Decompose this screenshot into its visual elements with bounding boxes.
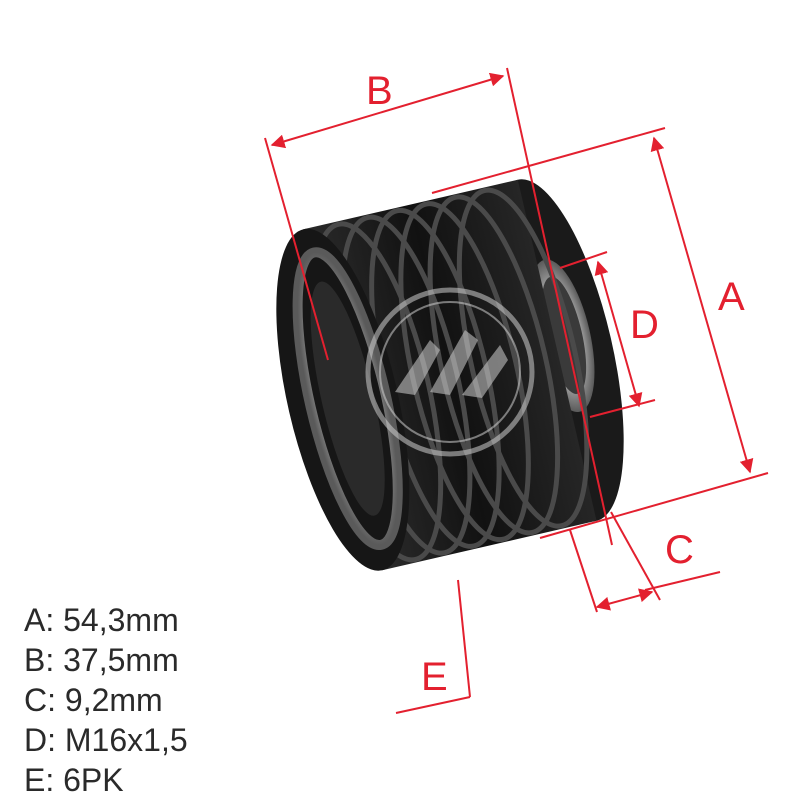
spec-item-b: B: 37,5mm	[24, 640, 188, 680]
logo-watermark-icon	[365, 287, 535, 457]
spec-list: A: 54,3mm B: 37,5mm C: 9,2mm D: M16x1,5 …	[24, 600, 188, 800]
pulley-rib	[456, 187, 590, 529]
dim-d-extension-bottom	[589, 399, 656, 418]
pulley-front-inner	[310, 281, 385, 516]
spec-key: D	[24, 722, 48, 758]
dim-a-extension-bottom	[539, 472, 769, 539]
dim-c-extension-right	[610, 511, 661, 601]
dim-e-leader-vertical	[457, 579, 471, 698]
spec-key: E	[24, 762, 46, 798]
dim-b-extension-right	[506, 67, 613, 546]
dim-b-arrow-line	[270, 72, 505, 149]
pulley-hub-core	[541, 276, 587, 394]
spec-item-d: D: M16x1,5	[24, 720, 188, 760]
spec-separator: :	[45, 642, 64, 678]
dim-c-arrow-line	[595, 588, 654, 611]
dim-e-leader-horizontal	[395, 696, 471, 714]
dim-c-leader	[644, 571, 721, 591]
dim-label-b: B	[366, 69, 393, 113]
spec-value: 54,3mm	[63, 602, 179, 638]
spec-value: 37,5mm	[63, 642, 179, 678]
dim-label-a: A	[718, 275, 745, 319]
dim-d-extension-top	[559, 251, 608, 269]
dimension-lines	[264, 67, 769, 714]
spec-key: A	[24, 602, 46, 638]
spec-separator: :	[45, 602, 64, 638]
spec-separator: :	[47, 682, 65, 718]
dim-a-arrow-line	[650, 136, 754, 474]
dim-c-extension-left	[569, 529, 598, 613]
dim-label-e: E	[421, 655, 448, 699]
spec-value: 6PK	[63, 762, 124, 798]
pulley-front-rim	[292, 247, 403, 551]
spec-item-a: A: 54,3mm	[24, 600, 188, 640]
dim-d-arrow-line	[594, 260, 643, 408]
spec-key: C	[24, 682, 48, 718]
spec-separator: :	[47, 722, 65, 758]
spec-item-c: C: 9,2mm	[24, 680, 188, 720]
spec-value: 9,2mm	[64, 682, 163, 718]
spec-item-e: E: 6PK	[24, 760, 188, 800]
dim-b-extension-left	[264, 137, 329, 361]
dim-label-d: D	[630, 303, 659, 347]
dim-a-extension-top	[431, 127, 666, 194]
spec-separator: :	[45, 762, 64, 798]
spec-value: M16x1,5	[64, 722, 188, 758]
spec-key: B	[24, 642, 46, 678]
dim-label-c: C	[665, 528, 694, 572]
